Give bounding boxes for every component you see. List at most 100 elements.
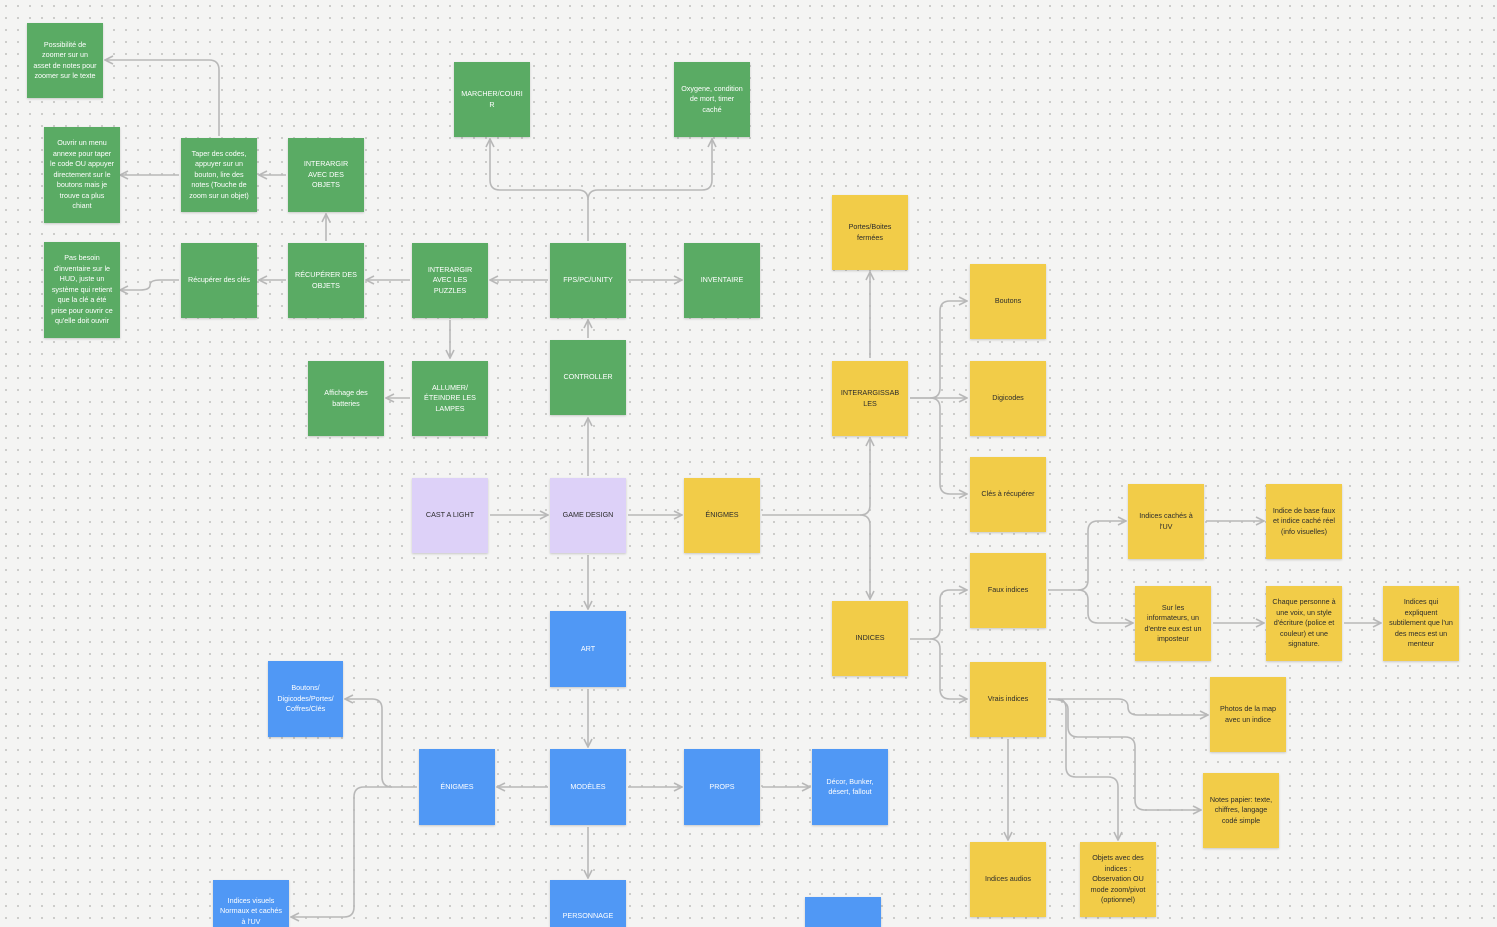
node-props[interactable]: PROPS [684,749,760,825]
node-indice-base[interactable]: Indice de base faux et indice caché réel… [1266,484,1342,559]
edge-taper-to-zoom [105,60,220,136]
edge-fps-to-marcher [490,139,589,241]
node-menu-annexe[interactable]: Ouvrir un menu annexe pour taper le code… [44,127,120,223]
node-label: MODÈLES [570,781,606,791]
edge-faux-to-informateurs [1077,589,1133,623]
node-indices-uv[interactable]: Indices cachés à l'UV [1128,484,1204,559]
node-label: Oxygene, condition de mort, timer caché [681,83,743,114]
node-label: ALLUMER/ ÉTEINDRE LES LAMPES [424,382,476,413]
node-label: Clés à récupérer [981,489,1035,499]
node-label: CAST A LIGHT [425,510,475,520]
node-enigmes-top[interactable]: ÉNIGMES [684,478,760,553]
node-label: Indices cachés à l'UV [1139,511,1193,531]
node-label: ÉNIGMES [440,781,474,791]
node-label: PERSONNAGE [562,911,614,920]
node-label: Vrais indices [987,694,1029,704]
node-faux-indices[interactable]: Faux indices [970,553,1046,628]
node-label: Indices qui expliquent subtilement que l… [1389,597,1453,649]
node-digicodes[interactable]: Digicodes [970,361,1046,436]
node-label: Indices audios [985,874,1031,884]
edge-faux-to-uv [1048,521,1126,591]
node-recuperer-objets[interactable]: RÉCUPÉRER DES OBJETS [288,243,364,318]
edge-enigmes-art-to-indices-visuels [291,786,392,917]
node-notes-papier[interactable]: Notes papier: texte, chiffres, langage c… [1203,773,1279,848]
node-pas-besoin[interactable]: Pas besoin d'inventaire sur le HUD, just… [44,242,120,338]
node-label: Pas besoin d'inventaire sur le HUD, just… [51,253,113,326]
edge-indices-to-vrais [929,638,967,699]
node-label: Objets avec des indices : Observation OU… [1090,853,1146,905]
node-affichage-batteries[interactable]: Affichage des batteries [308,361,384,436]
node-interargir-puzzles[interactable]: INTERARGIR AVEC LES PUZZLES [412,243,488,318]
node-recuperer-cles[interactable]: Récupérer des clés [181,243,257,318]
node-allumer-lampes[interactable]: ALLUMER/ ÉTEINDRE LES LAMPES [412,361,488,436]
node-label: Boutons/ Digicodes/Portes/ Coffres/Clés [277,683,334,714]
node-objets-indices[interactable]: Objets avec des indices : Observation OU… [1080,842,1156,917]
node-decor[interactable]: Décor, Bunker, désert, fallout [812,749,888,825]
node-label: INVENTAIRE [700,275,744,285]
node-oxygene[interactable]: Oxygene, condition de mort, timer caché [674,62,750,137]
node-boutons-digicodes[interactable]: Boutons/ Digicodes/Portes/ Coffres/Clés [268,661,343,737]
node-label: Taper des codes, appuyer sur un bouton, … [189,148,249,200]
node-cles-recuperer[interactable]: Clés à récupérer [970,457,1046,532]
node-indices-expliquant[interactable]: Indices qui expliquent subtilement que l… [1383,586,1459,661]
node-label: Faux indices [987,585,1029,595]
node-label: PROPS [709,781,735,791]
node-unnamed-blue[interactable] [805,897,881,927]
node-indices-audios[interactable]: Indices audios [970,842,1046,917]
node-label: Boutons [994,296,1022,306]
node-boutons[interactable]: Boutons [970,264,1046,339]
edge-vrais-to-notes [1047,698,1201,810]
node-game-design[interactable]: GAME DESIGN [550,478,626,553]
node-chaque-personne[interactable]: Chaque personne à une voix, un style d'é… [1266,586,1342,661]
node-indices-visuels[interactable]: Indices visuels Normaux et cachés à l'UV [213,880,289,927]
edge-enigmes-to-interargissables [762,438,870,516]
edge-indices-to-faux [910,590,967,640]
node-controller[interactable]: CONTROLLER [550,340,626,415]
node-taper-codes[interactable]: Taper des codes, appuyer sur un bouton, … [181,138,257,212]
edge-vrais-to-photos [1048,698,1208,715]
node-modeles[interactable]: MODÈLES [550,749,626,825]
node-label: Sur les informateurs, un d'entre eux est… [1144,602,1202,643]
node-zoom-notes[interactable]: Possibilité de zoomer sur un asset de no… [27,23,103,98]
node-art[interactable]: ART [550,611,626,687]
node-label: INTERARGISSAB LES [840,388,900,408]
edge-fps-to-oxygene [587,139,712,201]
node-label: Portes/Boites fermées [848,222,892,242]
node-label: Indice de base faux et indice caché réel… [1272,505,1336,536]
node-label: Chaque personne à une voix, un style d'é… [1272,597,1336,649]
node-interargir-objets[interactable]: INTERARGIR AVEC DES OBJETS [288,138,364,212]
node-label: Ouvrir un menu annexe pour taper le code… [50,138,114,211]
node-label: CONTROLLER [563,372,613,382]
node-label: Indices visuels Normaux et cachés à l'UV [220,896,282,926]
node-label: Récupérer des clés [188,275,250,285]
node-marcher-courir[interactable]: MARCHER/COURIR [454,62,530,137]
node-label: INTERARGIR AVEC DES OBJETS [303,159,349,190]
node-label: Possibilité de zoomer sur un asset de no… [33,39,97,80]
node-label: ÉNIGMES [705,510,739,520]
node-label: Notes papier: texte, chiffres, langage c… [1209,794,1273,825]
node-enigmes-art[interactable]: ÉNIGMES [419,749,495,825]
node-label: Décor, Bunker, désert, fallout [826,776,874,796]
node-indices[interactable]: INDICES [832,601,908,676]
node-label: Digicodes [992,393,1024,403]
node-cast-a-light[interactable]: CAST A LIGHT [412,478,488,553]
node-label: INDICES [855,633,885,643]
node-inventaire[interactable]: INVENTAIRE [684,243,760,318]
edge-cles-to-pas-besoin [120,279,179,290]
edge-enigmes-art-to-boutons [345,699,417,788]
edge-interargissables-to-cles [929,397,967,494]
node-label: ART [580,643,596,653]
edge-enigmes-to-indices [859,514,870,599]
node-label: MARCHER/COURIR [461,89,523,109]
node-portes-boites[interactable]: Portes/Boites fermées [832,195,908,270]
node-fps[interactable]: FPS/PC/UNITY [550,243,626,318]
node-sur-informateurs[interactable]: Sur les informateurs, un d'entre eux est… [1135,586,1211,661]
edge-interargissables-to-boutons [910,301,967,399]
node-personnage[interactable]: PERSONNAGE [550,880,626,927]
edge-vrais-to-objets [1057,698,1118,840]
node-interargissables[interactable]: INTERARGISSAB LES [832,361,908,436]
node-label: Photos de la map avec un indice [1220,704,1276,724]
node-photos-map[interactable]: Photos de la map avec un indice [1210,677,1286,752]
node-vrais-indices[interactable]: Vrais indices [970,662,1046,737]
